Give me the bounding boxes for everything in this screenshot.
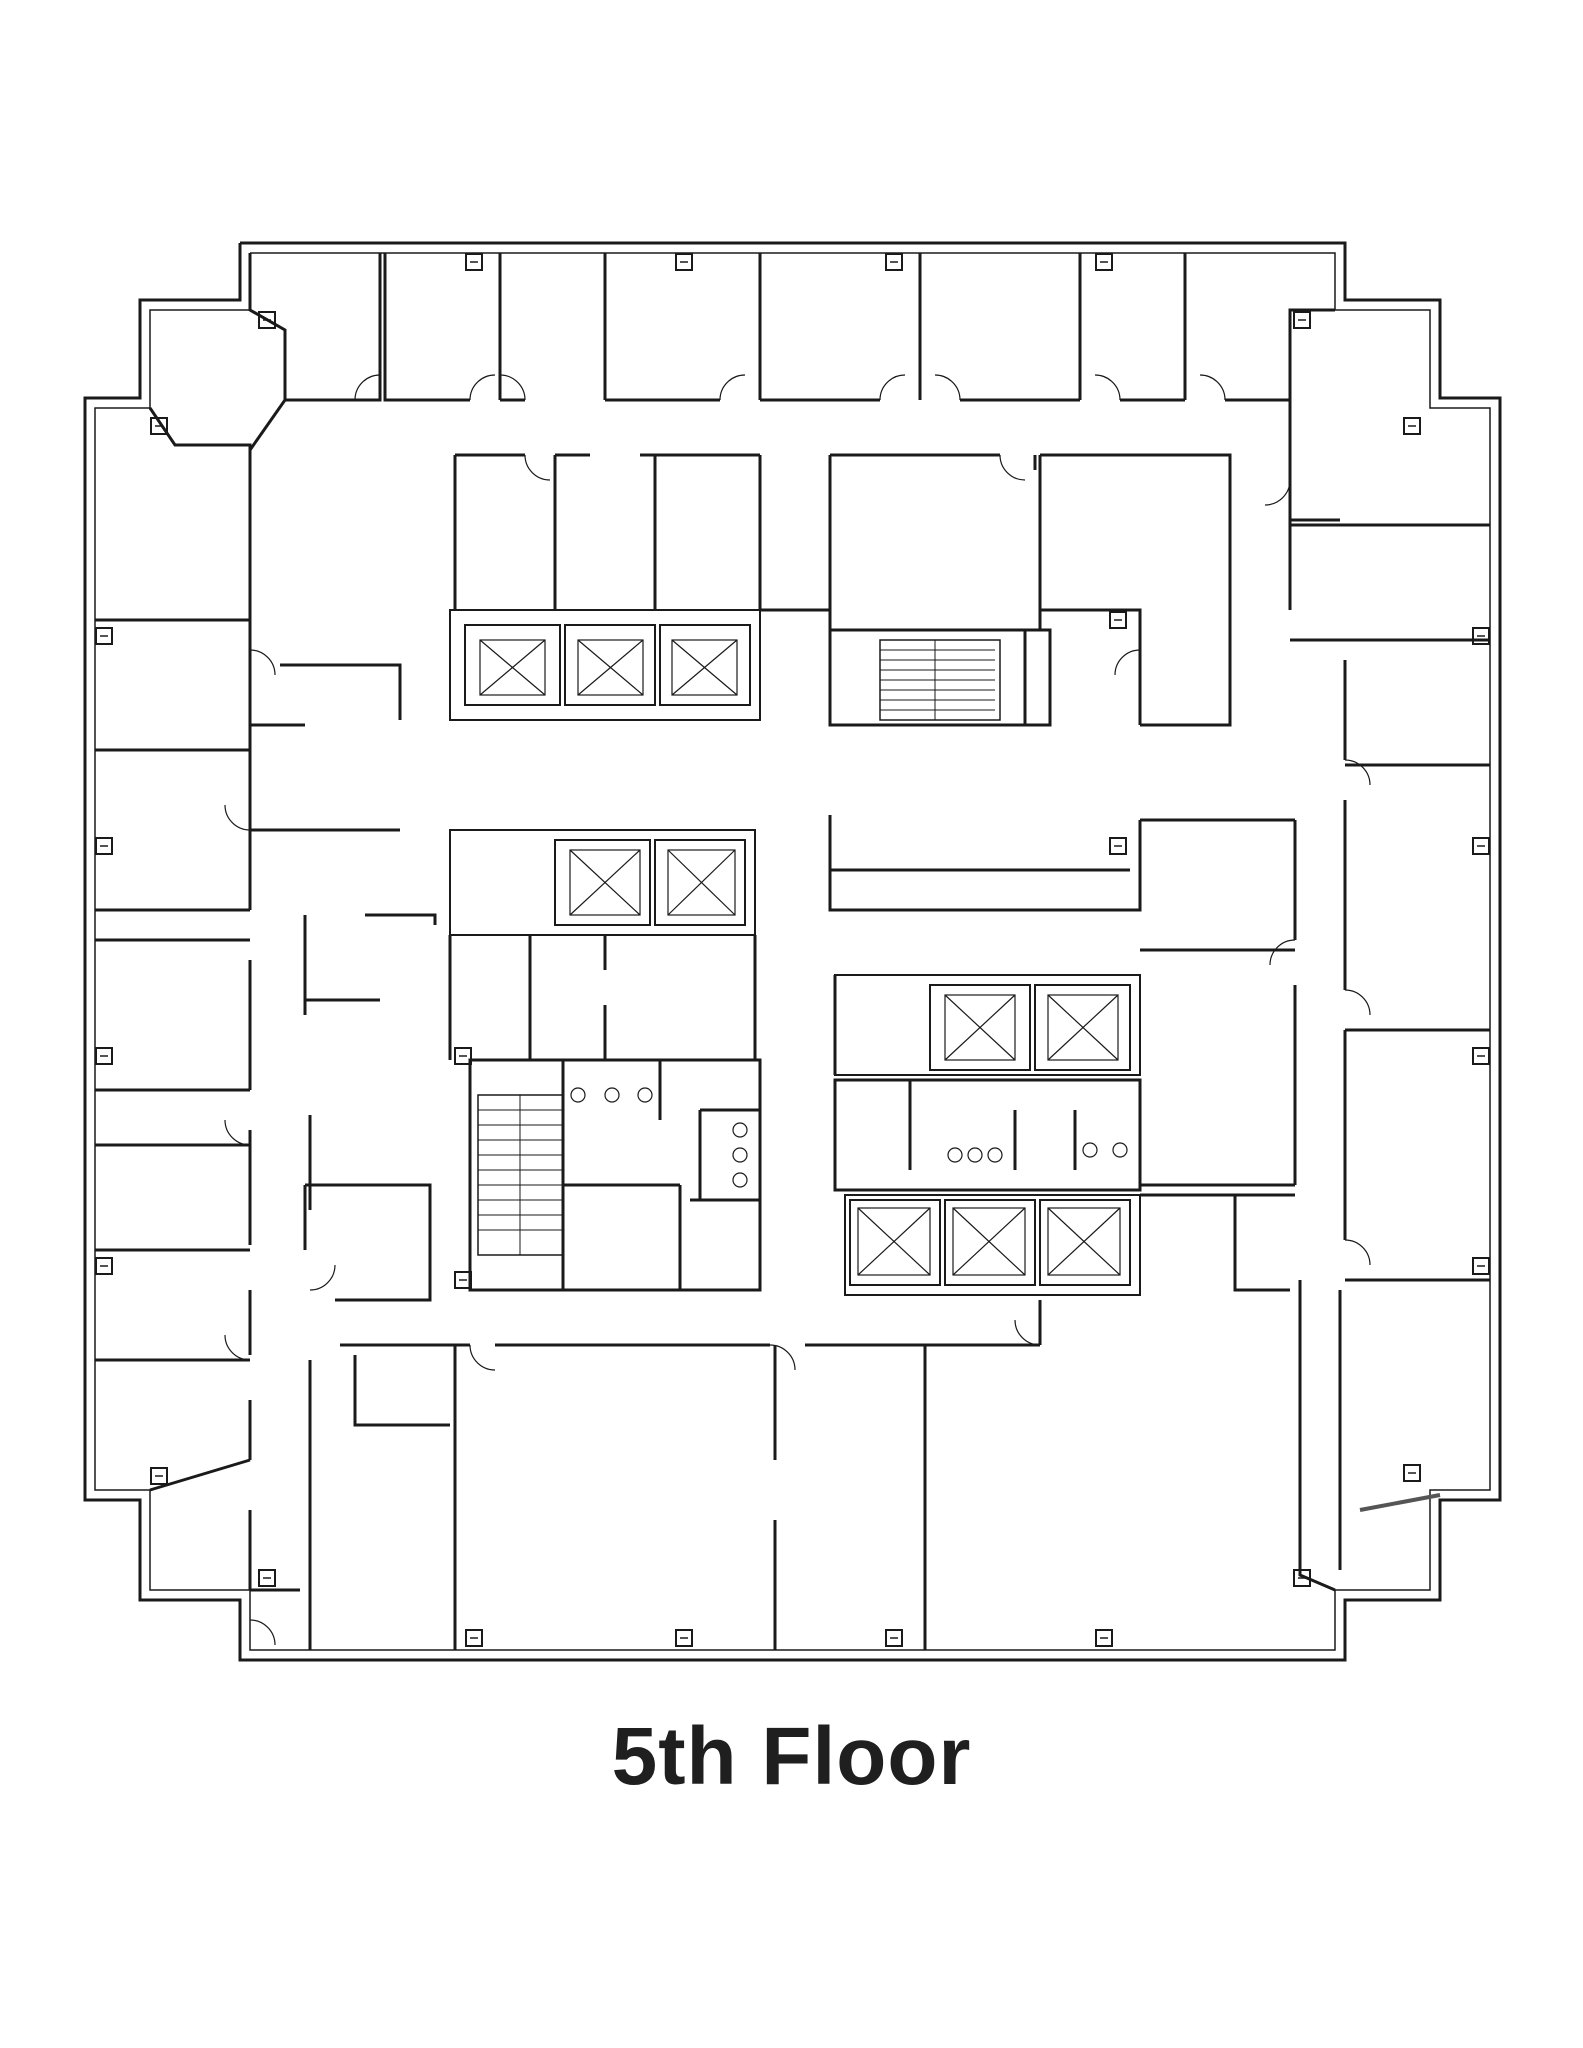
offices-left bbox=[95, 407, 305, 1592]
core-right-upper bbox=[828, 815, 1297, 1292]
elevator-bank-1 bbox=[449, 609, 761, 721]
floor-title: 5th Floor bbox=[611, 1711, 972, 1802]
door-swing-icon bbox=[224, 374, 1371, 1646]
building-envelope bbox=[83, 241, 1502, 1662]
stair-1 bbox=[828, 608, 1142, 727]
stair-2 bbox=[468, 1058, 762, 1292]
offices-right bbox=[1288, 480, 1490, 1592]
elevator-bank-2 bbox=[448, 829, 760, 1062]
stair-icon bbox=[880, 640, 995, 720]
elevator-bank-4 bbox=[844, 1194, 1141, 1296]
column-h-icon bbox=[95, 253, 1490, 1647]
offices-bottom bbox=[455, 1300, 1042, 1650]
inner-left-rooms bbox=[248, 663, 457, 1650]
elevator-bank-3 bbox=[833, 974, 1141, 1076]
stair-icon bbox=[478, 1095, 563, 1255]
core-upper-offices bbox=[453, 453, 1232, 727]
elevator-cross-icon bbox=[479, 639, 738, 696]
offices-top bbox=[248, 253, 1335, 480]
restroom-right bbox=[833, 1078, 1142, 1192]
window-mullions bbox=[83, 241, 1502, 1662]
toilet-icons bbox=[570, 1087, 748, 1188]
